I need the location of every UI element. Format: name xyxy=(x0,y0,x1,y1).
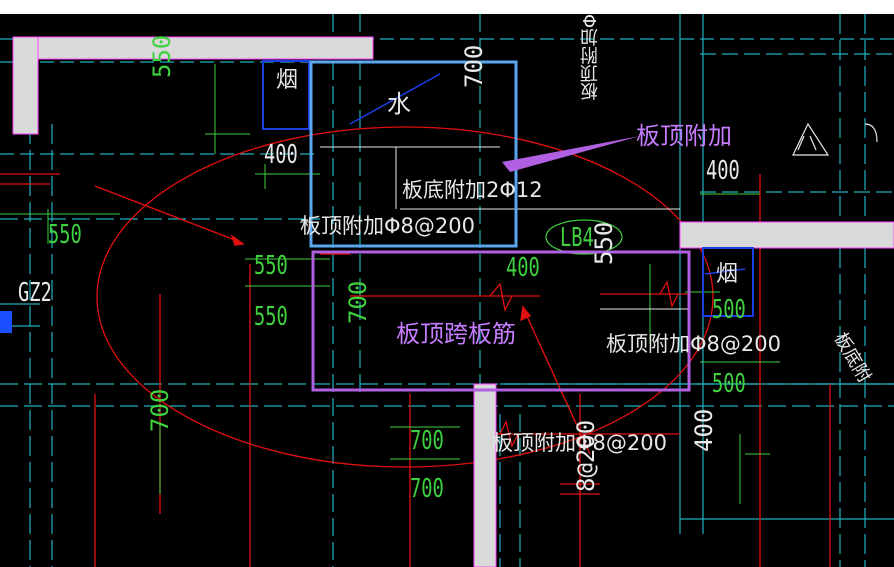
dim-550-b: 550 xyxy=(254,251,288,281)
left-dim-550: 550 xyxy=(48,220,82,250)
top-bar-phi8-b: 板顶附加Φ8@200 xyxy=(606,332,781,356)
chimney-label-2: 烟 xyxy=(716,262,739,287)
water-label: 水 xyxy=(387,90,411,118)
cad-drawing-canvas[interactable] xyxy=(0,14,894,567)
dim-8-200: 8@200 xyxy=(572,419,600,492)
dim-550-a: 550 xyxy=(148,34,176,78)
callout-arrow xyxy=(502,136,640,172)
dim-700-top: 700 xyxy=(460,44,488,88)
dim-400-a: 400 xyxy=(264,140,298,170)
top-bar-phi8-a: 板顶附加Φ8@200 xyxy=(300,214,475,238)
red-arrows xyxy=(94,185,591,455)
dim-550-d: 550 xyxy=(590,221,618,265)
slab-tag-LB4: LB4 xyxy=(560,223,594,253)
bottom-bar-label: 板底附加2Φ12 xyxy=(402,178,543,202)
top-bar-phi8-c: 板顶附加Φ8@200 xyxy=(492,431,667,455)
right-top-vertical-label: 板顶附加Φ xyxy=(580,14,601,101)
dim-400-d: 400 xyxy=(690,408,718,452)
chimney-label-1: 烟 xyxy=(276,68,299,93)
dim-700-mid: 700 xyxy=(344,280,372,324)
chimney-box-left xyxy=(262,60,310,130)
dim-400-b: 400 xyxy=(706,156,740,186)
dim-500-b: 500 xyxy=(712,369,746,399)
top-white-strip xyxy=(0,0,894,14)
dim-700-left: 700 xyxy=(146,388,174,432)
dim-700-b: 700 xyxy=(410,474,444,504)
callout-top-additional: 板顶附加 xyxy=(636,122,732,150)
dimension-lines xyxy=(0,64,780,504)
dim-400-c: 400 xyxy=(506,253,540,283)
highlight-ellipse xyxy=(96,126,714,468)
gz2-label: GZ2 xyxy=(18,278,52,308)
chimney-box-right xyxy=(702,247,754,317)
callout-span-bar: 板顶跨板筋 xyxy=(396,320,516,348)
left-edge-marker xyxy=(0,311,12,333)
dim-500-a: 500 xyxy=(712,295,746,325)
section-triangle-icon xyxy=(792,122,830,156)
dim-700-a: 700 xyxy=(410,426,444,456)
walls xyxy=(12,36,894,567)
blue-highlight-box xyxy=(309,60,518,248)
dim-550-c: 550 xyxy=(254,302,288,332)
leader-lines xyxy=(300,146,690,310)
slab-tag-oval xyxy=(545,219,623,255)
violet-highlight-box xyxy=(311,250,691,392)
